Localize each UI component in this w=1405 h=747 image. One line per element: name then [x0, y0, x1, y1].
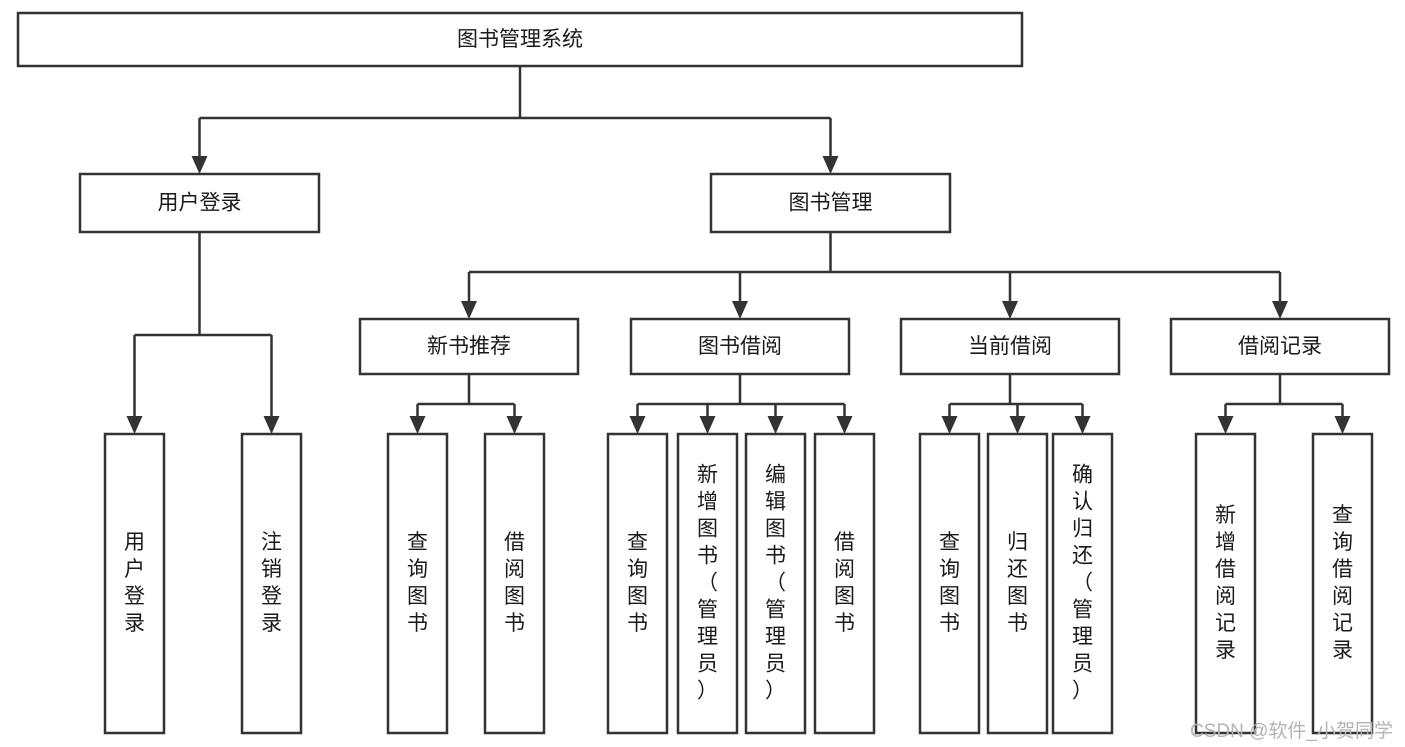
node-leaf-query-book-current-box — [918, 432, 981, 735]
arrow-head-icon — [1074, 416, 1091, 434]
node-book-manage[interactable]: 图书管理 — [709, 172, 952, 234]
node-book-manage-label: 图书管理 — [789, 192, 873, 215]
node-leaf-add-record-box — [1194, 432, 1257, 735]
node-leaf-add-record-label: 新增借阅记录 — [1215, 504, 1236, 662]
node-new-book-rec[interactable]: 新书推荐 — [358, 317, 580, 376]
node-leaf-confirm-return[interactable]: 确认归还（管理员） — [1051, 432, 1114, 735]
node-leaf-borrow-book[interactable]: 借阅图书 — [813, 432, 876, 735]
node-leaf-edit-book-box — [744, 432, 807, 735]
arrow-head-icon — [461, 301, 477, 319]
node-user-login[interactable]: 用户登录 — [78, 172, 321, 234]
node-leaf-return-book-label: 归还图书 — [1007, 531, 1028, 635]
node-leaf-add-book-label: 新增图书（管理员） — [697, 464, 718, 703]
arrow-head-icon — [1009, 416, 1026, 434]
nodes-layer: 图书管理系统用户登录图书管理新书推荐图书借阅当前借阅借阅记录用户登录注销登录查询… — [16, 11, 1391, 735]
node-leaf-add-book-box — [676, 432, 739, 735]
node-root-label: 图书管理系统 — [457, 28, 583, 51]
node-book-borrow-label: 图书借阅 — [698, 335, 782, 358]
node-leaf-add-record[interactable]: 新增借阅记录 — [1194, 432, 1257, 735]
node-book-borrow-box — [629, 317, 851, 376]
node-leaf-query-book-current-label: 查询图书 — [939, 531, 960, 635]
node-leaf-query-record-label: 查询借阅记录 — [1332, 504, 1353, 662]
arrow-head-icon — [506, 416, 523, 434]
arrow-head-icon — [126, 416, 143, 434]
node-leaf-borrow-book-rec[interactable]: 借阅图书 — [483, 432, 546, 735]
node-leaf-query-record[interactable]: 查询借阅记录 — [1311, 432, 1374, 735]
node-root[interactable]: 图书管理系统 — [16, 11, 1024, 68]
node-leaf-query-book-rec[interactable]: 查询图书 — [386, 432, 449, 735]
node-user-login-label: 用户登录 — [158, 192, 242, 215]
node-leaf-query-book-borrow-label: 查询图书 — [627, 531, 648, 635]
node-borrow-record[interactable]: 借阅记录 — [1169, 317, 1391, 376]
node-leaf-borrow-book-rec-box — [483, 432, 546, 735]
node-current-borrow-label: 当前借阅 — [968, 335, 1052, 358]
arrow-head-icon — [191, 156, 208, 174]
node-root-box — [16, 11, 1024, 68]
node-leaf-query-book-borrow[interactable]: 查询图书 — [606, 432, 669, 735]
node-current-borrow-box — [899, 317, 1121, 376]
edges-layer — [126, 66, 1351, 434]
node-borrow-record-label: 借阅记录 — [1238, 335, 1322, 358]
node-leaf-borrow-book-label: 借阅图书 — [834, 531, 855, 635]
node-leaf-add-book[interactable]: 新增图书（管理员） — [676, 432, 739, 735]
arrow-head-icon — [822, 156, 839, 174]
node-leaf-user-login-label: 用户登录 — [124, 531, 145, 635]
arrow-head-icon — [409, 416, 426, 434]
node-leaf-edit-book-label: 编辑图书（管理员） — [765, 464, 786, 703]
node-leaf-confirm-return-box — [1051, 432, 1114, 735]
node-current-borrow[interactable]: 当前借阅 — [899, 317, 1121, 376]
node-leaf-query-record-box — [1311, 432, 1374, 735]
node-leaf-borrow-book-box — [813, 432, 876, 735]
node-leaf-user-login[interactable]: 用户登录 — [103, 432, 166, 735]
node-new-book-rec-label: 新书推荐 — [427, 335, 511, 358]
node-new-book-rec-box — [358, 317, 580, 376]
arrow-head-icon — [1002, 301, 1018, 319]
arrow-head-icon — [941, 416, 958, 434]
node-leaf-confirm-return-label: 确认归还（管理员） — [1072, 464, 1093, 703]
arrow-head-icon — [1334, 416, 1351, 434]
node-leaf-borrow-book-rec-label: 借阅图书 — [504, 531, 525, 635]
node-leaf-user-logout-box — [240, 432, 303, 735]
node-leaf-return-book-box — [986, 432, 1049, 735]
node-leaf-user-logout-label: 注销登录 — [261, 531, 282, 635]
node-leaf-return-book[interactable]: 归还图书 — [986, 432, 1049, 735]
node-leaf-user-logout[interactable]: 注销登录 — [240, 432, 303, 735]
node-borrow-record-box — [1169, 317, 1391, 376]
node-book-borrow[interactable]: 图书借阅 — [629, 317, 851, 376]
node-leaf-query-book-rec-box — [386, 432, 449, 735]
arrow-head-icon — [629, 416, 646, 434]
arrow-head-icon — [1217, 416, 1234, 434]
node-leaf-query-book-borrow-box — [606, 432, 669, 735]
node-leaf-edit-book[interactable]: 编辑图书（管理员） — [744, 432, 807, 735]
node-leaf-query-book-current[interactable]: 查询图书 — [918, 432, 981, 735]
arrow-head-icon — [767, 416, 784, 434]
node-leaf-user-login-box — [103, 432, 166, 735]
node-book-manage-box — [709, 172, 952, 234]
node-leaf-query-book-rec-label: 查询图书 — [407, 531, 428, 635]
arrow-head-icon — [1272, 301, 1288, 319]
arrow-head-icon — [263, 416, 280, 434]
arrow-head-icon — [836, 416, 853, 434]
node-user-login-box — [78, 172, 321, 234]
arrow-head-icon — [732, 301, 748, 319]
arrow-head-icon — [699, 416, 716, 434]
